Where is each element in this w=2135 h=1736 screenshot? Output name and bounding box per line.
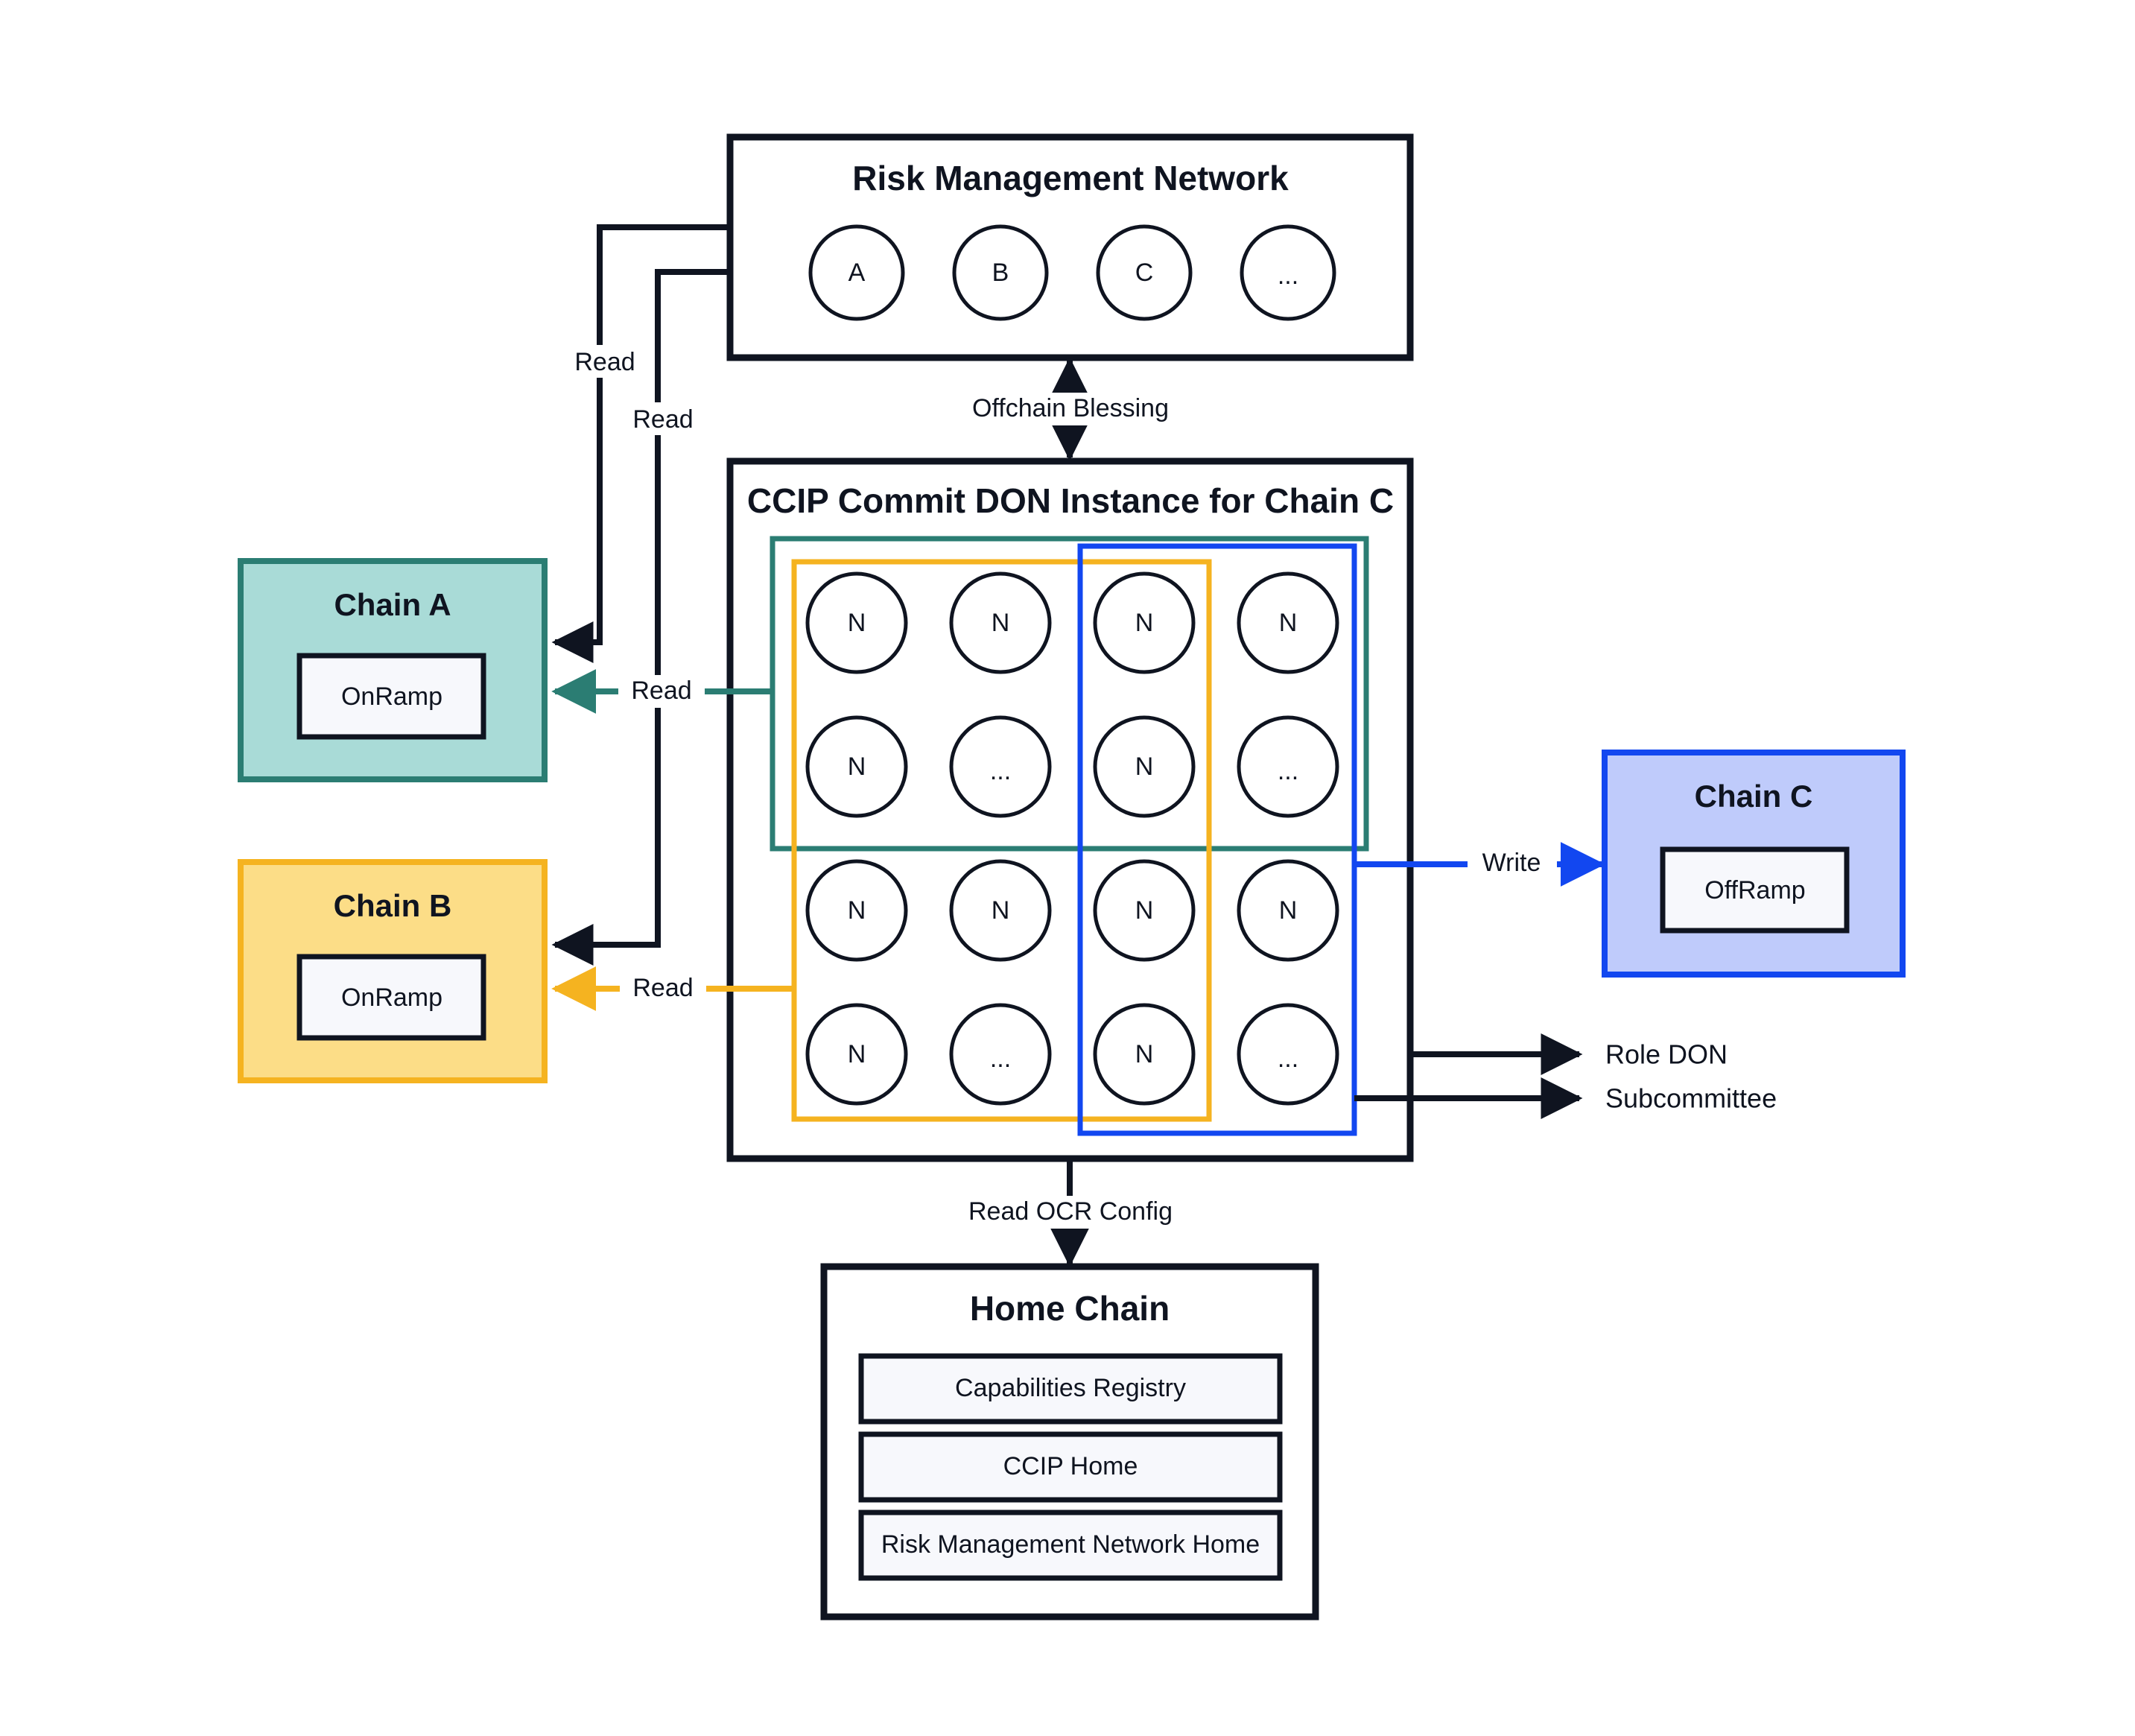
rmn-node-c-label: C (1135, 259, 1154, 287)
edge-rmn-read-chain-a: Read (551, 224, 729, 663)
risk-management-network-home-box[interactable] (858, 1510, 1283, 1581)
don-node: N (949, 571, 1052, 674)
chain-c-box[interactable]: Chain C OffRamp (1602, 750, 1906, 978)
don-node-label: N (992, 609, 1010, 637)
home-chain-box[interactable]: Home Chain Capabilities Registry CCIP Ho… (820, 1263, 1319, 1621)
edge-rmn-read-chain-b: Read (551, 269, 729, 966)
edge-write-chain-c: Write (1354, 842, 1605, 887)
rmn-node-b: B (952, 224, 1049, 321)
don-node: N (1237, 859, 1339, 962)
don-node: ... (1237, 715, 1339, 818)
risk-management-network-home-label: Risk Management Network Home (881, 1530, 1260, 1559)
chain-c-offramp-label: OffRamp (1704, 876, 1805, 905)
commit-don-box[interactable]: CCIP Commit DON Instance for Chain C N N… (726, 457, 1414, 1162)
risk-management-network-box[interactable]: Risk Management Network A B C ... (726, 133, 1414, 361)
edge-offchain-blessing-label: Offchain Blessing (972, 394, 1169, 422)
don-node: N (805, 859, 908, 962)
capabilities-registry-label: Capabilities Registry (955, 1374, 1186, 1402)
chain-b-onramp-box[interactable] (296, 954, 486, 1041)
don-node: ... (949, 715, 1052, 818)
rmn-node-a: A (808, 224, 905, 321)
home-chain-title: Home Chain (970, 1289, 1170, 1328)
edge-read-ocr-config: Read OCR Config (968, 1162, 1174, 1267)
don-node: ... (949, 1003, 1052, 1106)
legend-role-don: Role DON (1410, 1033, 1728, 1075)
chain-c-title: Chain C (1695, 779, 1813, 814)
don-node-label: N (1135, 1040, 1154, 1068)
don-node-label: ... (1278, 757, 1298, 785)
rmn-node-b-label: B (992, 259, 1009, 287)
edge-don-read-chain-b-label: Read (632, 974, 693, 1002)
don-node-label: N (848, 753, 866, 781)
don-node: N (1093, 859, 1196, 962)
edge-rmn-read-chain-a-label: Read (574, 348, 635, 376)
don-node-label: N (1135, 609, 1154, 637)
don-node: N (805, 1003, 908, 1106)
don-node: N (1093, 1003, 1196, 1106)
don-node: N (805, 571, 908, 674)
don-node: N (1093, 715, 1196, 818)
don-node-label: N (992, 896, 1010, 925)
edge-rmn-read-chain-b-label: Read (632, 405, 693, 434)
don-node-label: N (848, 1040, 866, 1068)
don-node: N (805, 715, 908, 818)
don-node: N (949, 859, 1052, 962)
don-node-label: N (1135, 753, 1154, 781)
don-node-label: N (1279, 609, 1298, 637)
capabilities-registry-box[interactable] (858, 1353, 1283, 1425)
chain-b-onramp-label: OnRamp (341, 983, 442, 1012)
edge-read-ocr-config-label: Read OCR Config (968, 1197, 1173, 1226)
ccip-home-box[interactable] (858, 1431, 1283, 1503)
rmn-node-a-label: A (848, 259, 866, 287)
ccip-home-label: CCIP Home (1003, 1452, 1138, 1480)
chain-a-onramp-box[interactable] (296, 653, 486, 740)
don-node: N (1237, 571, 1339, 674)
chain-c-group-outline (1077, 543, 1357, 1136)
legend-role-don-label: Role DON (1605, 1039, 1728, 1070)
chain-b-box[interactable]: Chain B OnRamp (238, 859, 548, 1083)
risk-management-network-title: Risk Management Network (852, 159, 1289, 197)
chain-a-onramp-label: OnRamp (341, 682, 442, 711)
don-node-label: N (1135, 896, 1154, 925)
rmn-node-ellipsis: ... (1240, 224, 1336, 321)
legend-subcommittee-label: Subcommittee (1605, 1083, 1777, 1114)
chain-a-box[interactable]: Chain A OnRamp (238, 558, 548, 782)
chain-b-title: Chain B (334, 888, 452, 923)
don-node-label: N (1279, 896, 1298, 925)
chain-b-group-outline (791, 559, 1212, 1122)
edge-offchain-blessing: Offchain Blessing (968, 357, 1173, 461)
don-node-label: N (848, 896, 866, 925)
don-node: N (1093, 571, 1196, 674)
legend-subcommittee: Subcommittee (1354, 1077, 1777, 1119)
rmn-node-c: C (1096, 224, 1193, 321)
edge-write-chain-c-label: Write (1482, 849, 1541, 877)
don-node: ... (1237, 1003, 1339, 1106)
don-node-label: ... (990, 1045, 1011, 1073)
commit-don-title: CCIP Commit DON Instance for Chain C (747, 481, 1394, 520)
chain-c-offramp-box[interactable] (1660, 846, 1850, 934)
edge-don-read-chain-a: Read (551, 669, 773, 714)
edge-don-read-chain-a-label: Read (631, 677, 691, 705)
rmn-node-ellipsis-label: ... (1278, 262, 1298, 290)
edge-don-read-chain-b: Read (551, 966, 794, 1011)
chain-a-title: Chain A (334, 587, 451, 622)
don-node-label: N (848, 609, 866, 637)
don-node-label: ... (990, 757, 1011, 785)
don-node-label: ... (1278, 1045, 1298, 1073)
